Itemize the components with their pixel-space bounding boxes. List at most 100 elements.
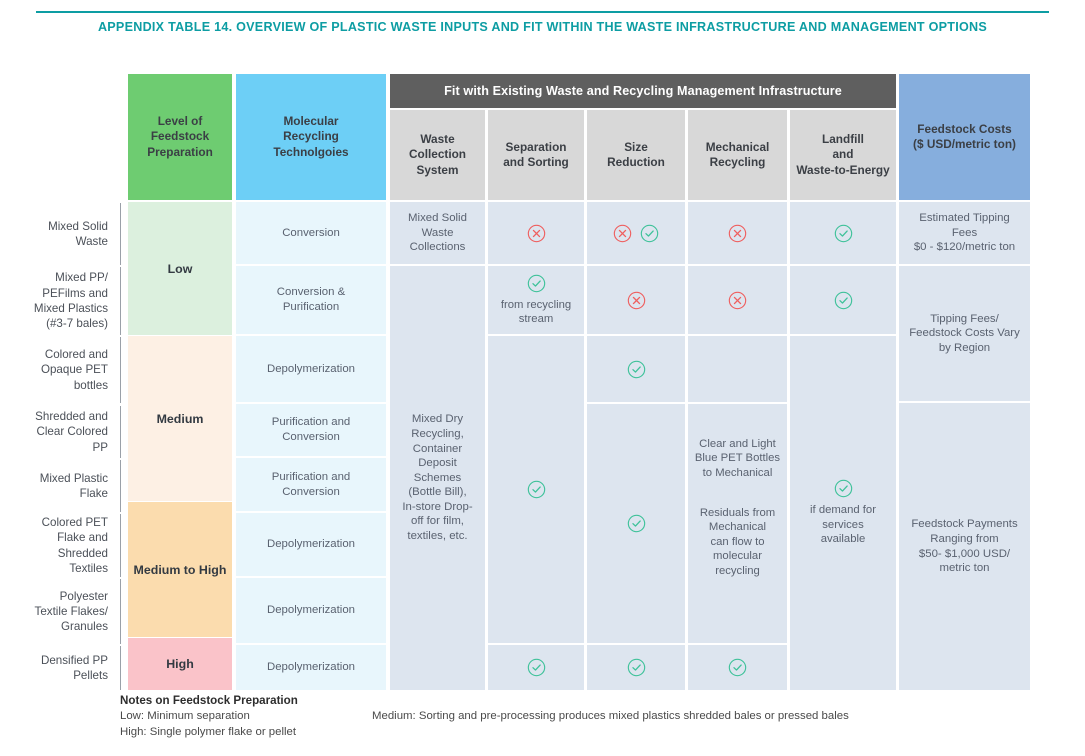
check-circle-icon: [834, 291, 853, 310]
marker-group: [728, 224, 747, 243]
technology-cell-4: Purification and Conversion: [236, 404, 386, 456]
note-line: to Mechanical: [702, 466, 773, 479]
waste-collection-line: Recycling,: [411, 427, 464, 440]
technology-line: Purification: [282, 301, 340, 313]
waste-collection-line: Schemes: [413, 471, 462, 484]
landfill-wte-cell-block: if demand for services available: [790, 336, 896, 690]
notes-title: Notes on Feedstock Preparation: [120, 694, 298, 707]
cross-circle-icon: [728, 291, 747, 310]
size-reduction-cell-row2: [587, 266, 685, 334]
header-cost-line-1: Feedstock Costs: [917, 121, 1012, 136]
marker-with-note: if demand for services available: [810, 479, 876, 546]
mechanical-recycling-cell-blank-row3: [688, 336, 787, 402]
stub-divider: [120, 267, 121, 335]
row-label-line: Densified PP: [40, 653, 108, 667]
feedstock-cost-line: Feedstock Payments: [911, 518, 1018, 531]
waste-collection-cell-mixed-dry-recycling: Mixed Dry Recycling, Container Deposit S…: [390, 266, 485, 690]
check-circle-icon: [527, 658, 546, 677]
row-label-line: Opaque PET: [40, 363, 108, 377]
separation-sorting-cell-rows3to7: [488, 336, 584, 643]
cross-circle-icon: [613, 224, 632, 243]
row-label-polyester-textile-flakes-granules: Polyester Textile Flakes/ Granules: [0, 579, 120, 644]
level-label: Low: [167, 261, 193, 276]
note-line: Clear and Light: [699, 437, 776, 450]
header-landfill-and-waste-to-energy: Landfill and Waste-to-Energy: [790, 110, 896, 200]
technology-line: Purification and: [271, 470, 351, 483]
note-line: molecular: [713, 550, 762, 563]
marker-group: [728, 658, 747, 677]
waste-collection-line: (Bottle Bill),: [408, 486, 467, 499]
note-line: from recycling: [500, 298, 572, 311]
check-circle-icon: [627, 514, 646, 533]
header-mechanical-line-1: Mechanical: [705, 139, 770, 154]
header-collection-line-1: Waste: [420, 132, 455, 146]
row-label-line: Mixed Plastic: [39, 471, 108, 485]
landfill-wte-cell-row1: [790, 202, 896, 264]
header-landfill-line-1: Landfill: [822, 132, 864, 146]
waste-collection-line: Waste: [421, 226, 454, 239]
technology-line: Depolymerization: [267, 661, 355, 674]
waste-collection-line: Mixed Dry: [411, 413, 464, 426]
waste-collection-line: off for film,: [411, 515, 464, 528]
notes-medium: Medium: Sorting and pre-processing produ…: [372, 710, 849, 722]
marker-with-note: from recycling stream: [501, 274, 571, 327]
technology-cell-7: Depolymerization: [236, 578, 386, 643]
header-level-of-feedstock-preparation: Level of Feedstock Preparation: [128, 74, 232, 200]
row-label-line: Shredded: [57, 546, 108, 560]
cross-circle-icon: [627, 291, 646, 310]
technology-line: Purification and: [271, 416, 351, 429]
check-circle-icon: [834, 224, 853, 243]
stub-divider: [120, 203, 121, 265]
header-tech-line-3: Technolgoies: [273, 144, 349, 159]
note-line: services: [822, 518, 864, 531]
note-line: available: [820, 533, 866, 546]
feedstock-cost-line: $0 - $120/metric ton: [913, 241, 1016, 254]
notes-high: High: Single polymer flake or pellet: [120, 726, 297, 738]
waste-collection-line: Container: [412, 442, 463, 455]
marker-group: [627, 291, 646, 310]
header-landfill-line-2: and: [832, 147, 854, 162]
technology-cell-2: Conversion & Purification: [236, 266, 386, 334]
header-level-line-1: Level of: [157, 114, 203, 128]
header-waste-collection-system: Waste Collection System: [390, 110, 485, 200]
separation-sorting-cell-row2: from recycling stream: [488, 266, 584, 334]
technology-line: Depolymerization: [267, 362, 355, 375]
waste-collection-line: textiles, etc.: [407, 530, 468, 543]
note-line: can flow to: [710, 535, 765, 548]
header-level-line-2: Feedstock: [150, 129, 210, 144]
mechanical-recycling-cell-notes-block: Clear and Light Blue PET Bottles to Mech…: [688, 404, 787, 643]
row-label-mixed-solid-waste: Mixed Solid Waste: [0, 203, 120, 265]
level-cell-low: Low: [128, 202, 232, 335]
separation-sorting-cell-row8: [488, 645, 584, 690]
row-label-line: Flake and: [57, 531, 108, 545]
stub-divider: [120, 646, 121, 690]
stub-divider: [120, 337, 121, 403]
check-circle-icon: [627, 360, 646, 379]
level-cell-high: High: [128, 638, 232, 690]
page-title: APPENDIX TABLE 14. OVERVIEW OF PLASTIC W…: [97, 20, 988, 34]
feedstock-cost-line: $50- $1,000 USD/: [918, 547, 1011, 560]
level-label: High: [166, 657, 194, 671]
row-label-shredded-clear-colored-pp: Shredded and Clear Colored PP: [0, 406, 120, 458]
marker-group: [627, 514, 646, 533]
header-size-line-1: Size: [624, 139, 648, 154]
row-label-line: PP: [92, 440, 108, 454]
technology-cell-8: Depolymerization: [236, 645, 386, 690]
marker-group: [527, 224, 546, 243]
cross-circle-icon: [527, 224, 546, 243]
check-circle-icon: [527, 274, 546, 293]
row-label-densified-pp-pellets: Densified PP Pellets: [0, 646, 120, 690]
note-line: Residuals from: [699, 506, 776, 519]
technology-cell-5: Purification and Conversion: [236, 458, 386, 511]
note-line: Mechanical: [708, 521, 767, 534]
row-label-line: Pellets: [73, 669, 108, 682]
row-label-line: Textile Flakes/: [34, 604, 108, 618]
row-label-line: bottles: [73, 378, 108, 392]
marker-group: [527, 480, 546, 499]
waste-collection-line: In-store Drop-: [402, 500, 473, 513]
size-reduction-cell-row3: [587, 336, 685, 402]
header-collection-line-2: Collection: [408, 147, 467, 162]
cross-circle-icon: [728, 224, 747, 243]
marker-group: [527, 658, 546, 677]
note-line: Blue PET Bottles: [694, 452, 781, 465]
